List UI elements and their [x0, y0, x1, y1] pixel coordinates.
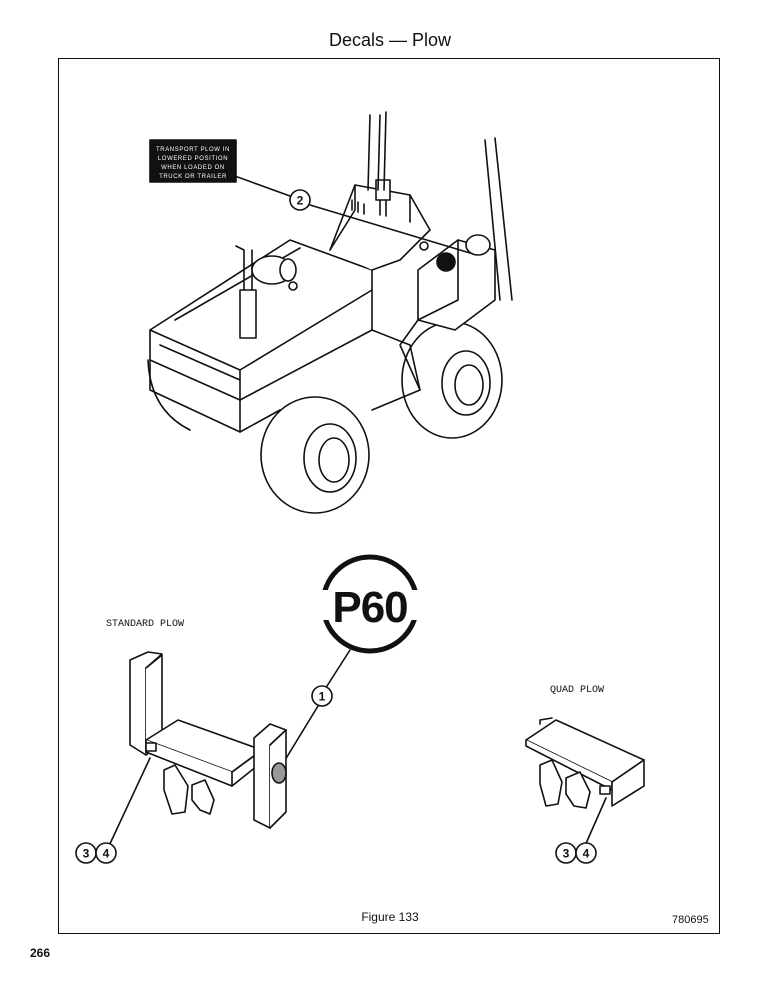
callout-2: 2	[289, 189, 311, 211]
decal-line-2: LOWERED POSITION	[158, 156, 228, 162]
callout-1: 1	[311, 685, 333, 707]
callout-4-quad: 4	[575, 842, 597, 864]
p60-logo: P60	[312, 554, 428, 654]
tractor-illustration	[147, 111, 513, 514]
callout-1-leader-bottom	[281, 705, 319, 766]
callout-3-quad: 3	[555, 842, 577, 864]
callout-4-standard: 4	[95, 842, 117, 864]
callout-34-std-leader	[107, 757, 151, 849]
svg-text:1: 1	[319, 690, 326, 704]
svg-text:3: 3	[563, 847, 570, 861]
warning-decal: TRANSPORT PLOW IN LOWERED POSITION WHEN …	[149, 139, 237, 183]
decal-line-1: TRANSPORT PLOW IN	[156, 147, 230, 153]
callout-2-leader	[231, 174, 471, 254]
p60-logo-text: P60	[332, 583, 407, 632]
quad-plow-illustration	[525, 717, 645, 809]
page-number: 266	[30, 946, 51, 960]
callout-3-standard: 3	[75, 842, 97, 864]
figure-frame	[58, 58, 720, 934]
callout-1-leader-top	[326, 649, 351, 687]
svg-text:2: 2	[297, 194, 304, 208]
decal-line-4: TRUCK OR TRAILER	[159, 174, 227, 180]
figure-caption: Figure 133	[361, 910, 419, 924]
callout-34-quad-leader	[583, 797, 607, 849]
svg-text:3: 3	[83, 847, 90, 861]
drawing-number: 780695	[672, 914, 709, 926]
quad-plow-label: QUAD PLOW	[550, 685, 604, 696]
standard-plow-label: STANDARD PLOW	[106, 619, 184, 630]
page-title: Decals — Plow	[328, 30, 452, 50]
decal-line-3: WHEN LOADED ON	[161, 165, 225, 171]
standard-plow-illustration	[129, 651, 287, 829]
svg-text:4: 4	[103, 847, 110, 861]
svg-text:4: 4	[583, 847, 590, 861]
